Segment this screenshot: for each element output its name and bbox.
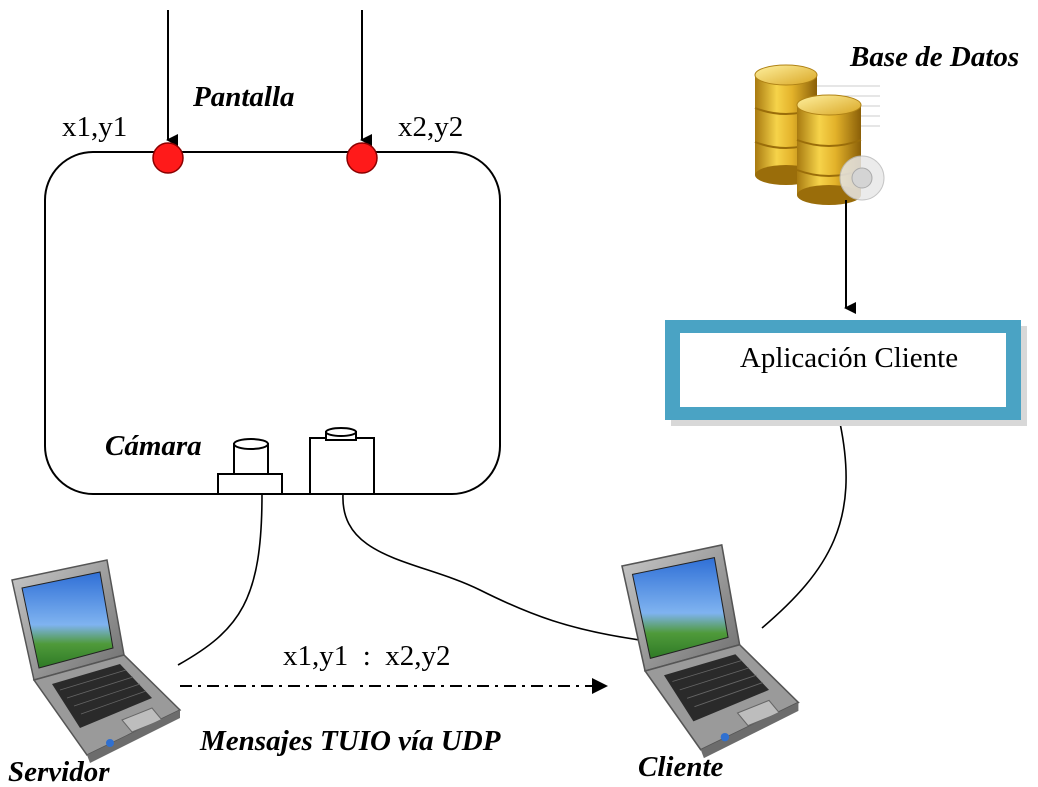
cable-camera-server (177, 493, 263, 666)
server-laptop-icon (11, 559, 181, 764)
message-coords-label: x1,y1 : x2,y2 (283, 640, 451, 672)
point2-label: x2,y2 (398, 111, 463, 143)
tuio-messages-label: Mensajes TUIO vía UDP (199, 725, 501, 757)
touch-point-2 (346, 142, 378, 174)
cable-app-client (761, 422, 847, 629)
client-app-box (665, 320, 1027, 426)
client-app-label: Aplicación Cliente (739, 342, 959, 374)
servidor-label: Servidor (8, 756, 110, 787)
cable-projector-client (342, 493, 641, 641)
cliente-label: Cliente (638, 751, 724, 783)
touch-point-1 (152, 142, 184, 174)
client-laptop-icon (621, 544, 800, 759)
database-icon (754, 64, 885, 205)
pantalla-label: Pantalla (192, 81, 295, 113)
camara-label: Cámara (105, 430, 202, 462)
projector-icon (309, 427, 375, 495)
tuio-arrow-head (592, 678, 608, 694)
camera-icon (217, 438, 283, 495)
database-label: Base de Datos (849, 41, 1019, 73)
point1-label: x1,y1 (62, 111, 127, 143)
